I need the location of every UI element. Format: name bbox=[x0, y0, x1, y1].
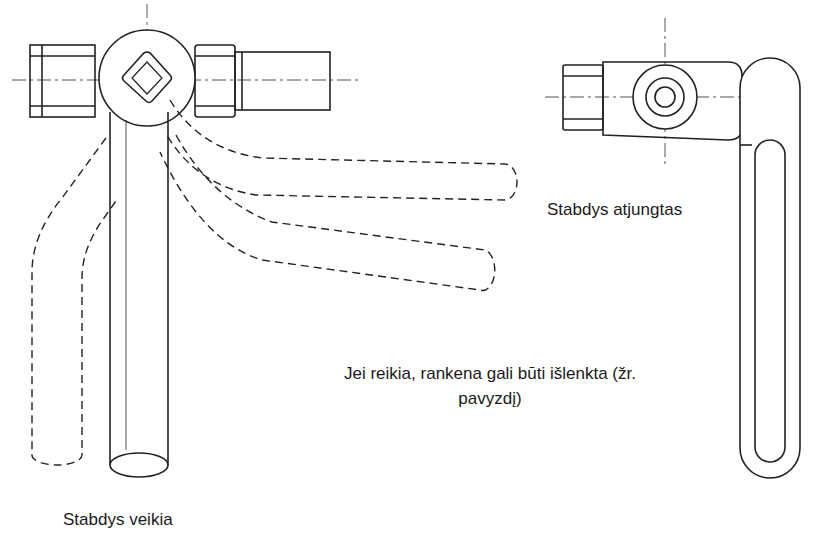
handle-applied bbox=[110, 112, 168, 477]
left-fitting bbox=[30, 30, 330, 126]
caption-label: Jei reikia, rankena gali būti išlenkta (… bbox=[330, 362, 650, 411]
handle-alternatives-dashed bbox=[32, 100, 517, 465]
center-lines bbox=[12, 4, 790, 168]
handle-released bbox=[740, 58, 800, 478]
caption-label: Stabdys veikia bbox=[63, 508, 263, 533]
caption-label: Stabdys atjungtas bbox=[547, 198, 747, 223]
right-view-valve bbox=[563, 62, 742, 140]
